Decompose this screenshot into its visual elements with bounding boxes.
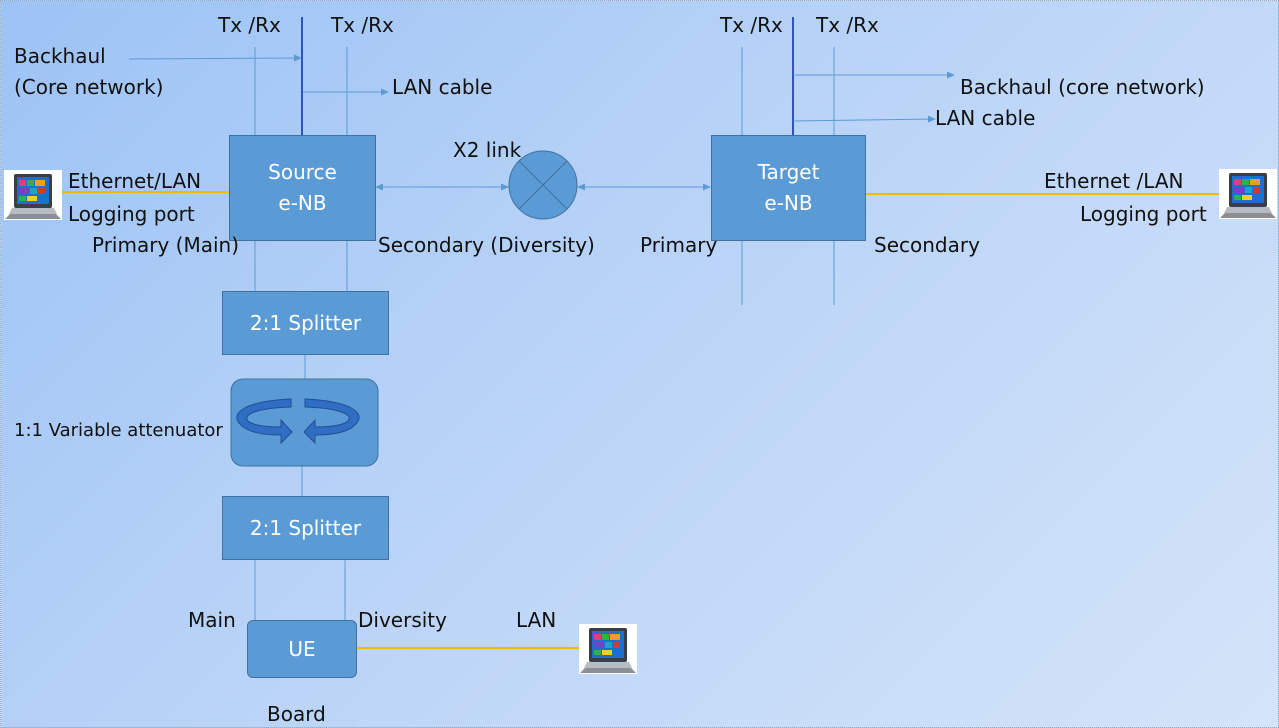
primary-label: Primary [640, 233, 718, 257]
attenuator-arrow-right-icon [303, 398, 360, 445]
lan-cable-left-label: LAN cable [392, 75, 493, 99]
logging-left-label: Logging port [68, 202, 195, 226]
laptop-ue [579, 624, 637, 674]
source-enb-label-1: Source [268, 160, 337, 184]
splitter-bottom-label: 2:1 Splitter [249, 515, 362, 540]
source-enb-box: Source e-NB [229, 135, 376, 241]
laptop-left [4, 170, 62, 220]
diversity-label: Diversity [358, 608, 447, 632]
splitter-bottom-box: 2:1 Splitter [222, 496, 389, 560]
lan-label: LAN [516, 608, 557, 632]
target-enb-box: Target e-NB [711, 135, 866, 241]
main-label: Main [188, 608, 236, 632]
primary-main-label: Primary (Main) [92, 233, 239, 257]
laptop-right [1219, 169, 1277, 219]
x2-link-label: X2 link [453, 138, 522, 162]
ethernet-right-label: Ethernet /LAN [1044, 169, 1184, 193]
variable-attenuator [230, 378, 379, 467]
laptop-icon [5, 174, 61, 219]
attenuator-arrow-left-icon [236, 398, 293, 445]
ue-label: UE [288, 636, 316, 661]
secondary-diversity-label: Secondary (Diversity) [378, 233, 595, 257]
attenuator-label: 1:1 Variable attenuator [14, 420, 223, 441]
txrx-label-2: Tx /Rx [331, 13, 394, 37]
lan-cable-right-arrow [792, 115, 936, 123]
txrx-label-4: Tx /Rx [816, 13, 879, 37]
lan-cable-right-label: LAN cable [935, 106, 1036, 130]
txrx-label-3: Tx /Rx [720, 13, 783, 37]
backhaul-left-arrow [128, 54, 302, 62]
source-enb-label-2: e-NB [278, 191, 327, 215]
ethernet-left-label: Ethernet/LAN [68, 169, 202, 193]
splitter-top-label: 2:1 Splitter [249, 310, 362, 335]
x2-link-junction [508, 150, 578, 220]
laptop-icon [580, 628, 636, 673]
secondary-label: Secondary [874, 233, 980, 257]
backhaul-left-label: Backhaul [14, 44, 106, 68]
splitter-top-box: 2:1 Splitter [222, 291, 389, 355]
backhaul-right-label: Backhaul (core network) [960, 75, 1205, 99]
target-enb-label-1: Target [757, 160, 820, 184]
backhaul-left-sublabel: (Core network) [14, 75, 164, 99]
txrx-label-1: Tx /Rx [218, 13, 281, 37]
logging-right-label: Logging port [1080, 202, 1207, 226]
ue-box: UE [247, 620, 357, 678]
laptop-icon [1220, 173, 1276, 218]
target-enb-label-2: e-NB [764, 191, 813, 215]
board-label: Board [267, 702, 326, 726]
